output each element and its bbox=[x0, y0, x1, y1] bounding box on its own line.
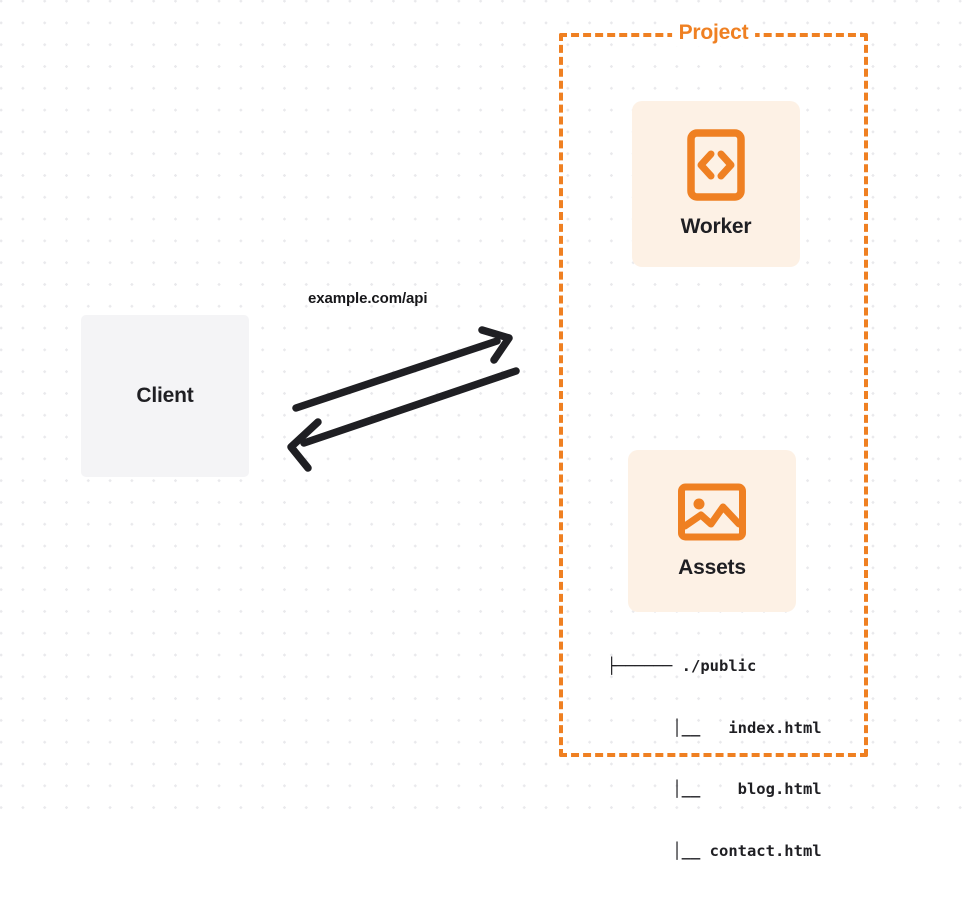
client-node-label: Client bbox=[136, 384, 194, 407]
worker-card-label: Worker bbox=[680, 215, 752, 238]
assets-card[interactable]: Assets bbox=[628, 450, 796, 612]
request-arrow bbox=[292, 326, 513, 412]
response-arrow bbox=[287, 367, 520, 472]
file-tree-row: ├────── ./public bbox=[607, 657, 757, 675]
client-node[interactable]: Client bbox=[81, 315, 249, 477]
project-container: Project Worker Assets ├────── ./public │… bbox=[559, 19, 868, 860]
diagram-canvas: Client example.com/api Project Worker bbox=[0, 0, 980, 860]
assets-card-label: Assets bbox=[678, 556, 746, 579]
file-tree-row: │__ contact.html bbox=[607, 841, 822, 860]
code-brackets-icon bbox=[687, 129, 745, 201]
file-tree-row: │__ blog.html bbox=[607, 780, 822, 798]
connection-label: example.com/api bbox=[308, 290, 428, 307]
image-icon bbox=[678, 483, 746, 541]
assets-file-tree: ├────── ./public │__ index.html │__ blog… bbox=[607, 615, 822, 902]
project-title: Project bbox=[671, 19, 756, 46]
worker-card[interactable]: Worker bbox=[632, 101, 800, 267]
file-tree-row: │__ index.html bbox=[607, 718, 822, 737]
